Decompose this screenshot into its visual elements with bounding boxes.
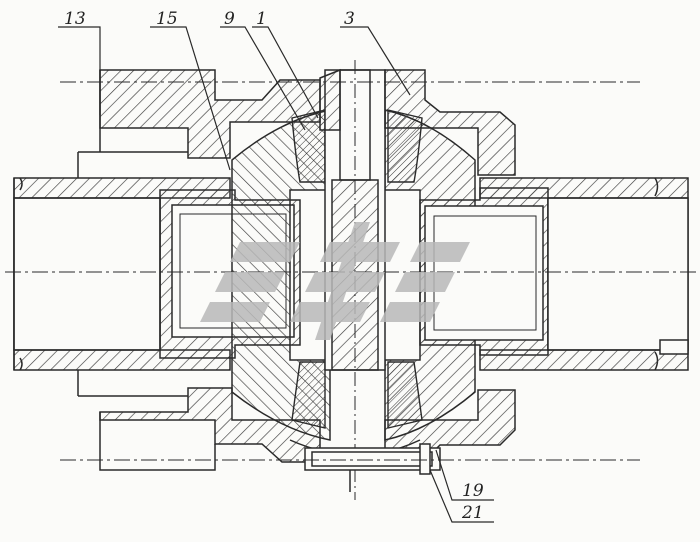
callout-13: 13 [64,9,86,29]
callout-15: 15 [156,9,178,29]
left-shaft [13,177,231,371]
ring-gear-housing [319,68,516,176]
callout-leaders [58,26,494,523]
pinion-gear-lower [291,361,423,429]
bottom-pin-assembly [304,443,441,492]
callout-19: 19 [462,481,484,501]
callout-1: 1 [256,9,267,29]
stylized-gear-logo-watermark-icon [200,222,470,340]
right-shaft [479,177,689,371]
callout-3: 3 [344,9,355,29]
callout-21: 21 [461,503,484,523]
callout-9: 9 [224,9,235,29]
